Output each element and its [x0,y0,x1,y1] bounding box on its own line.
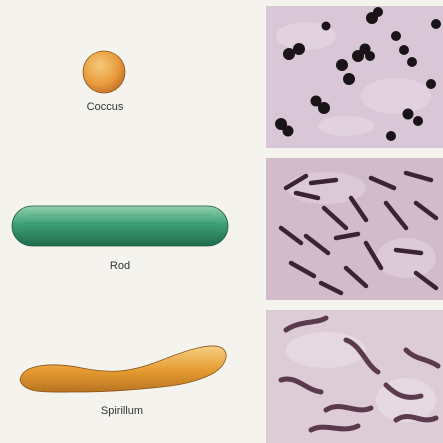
coccus-micrograph [266,6,443,148]
rod-illustration [10,203,230,249]
rod-label: Rod [85,260,155,272]
coccus-illustration [76,49,132,95]
rod-micrograph [266,158,443,300]
spirillum-illustration [12,334,232,398]
spirillum-label: Spirillum [82,405,162,417]
coccus-label: Coccus [70,101,140,113]
spirillum-micrograph [266,310,443,443]
